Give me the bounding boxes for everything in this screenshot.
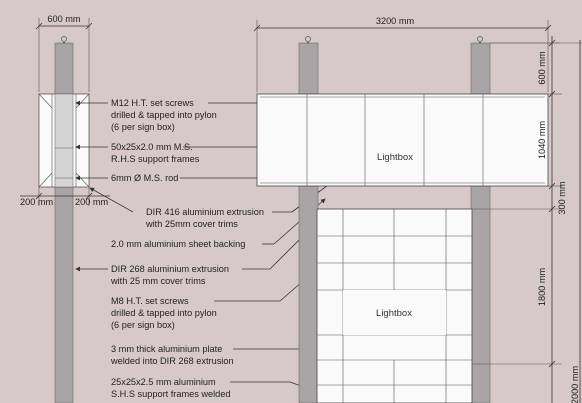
dim-left-offsets: 200 mm 200 mm <box>20 187 110 207</box>
svg-text:50x25x2.0 mm M.S.: 50x25x2.0 mm M.S. <box>111 142 193 152</box>
svg-text:3200 mm: 3200 mm <box>376 16 415 26</box>
svg-text:1800 mm: 1800 mm <box>537 268 547 307</box>
lightbox-upper: Lightbox <box>256 93 549 187</box>
svg-text:300 mm: 300 mm <box>557 181 567 215</box>
svg-text:M12 H.T. set screws: M12 H.T. set screws <box>111 98 194 108</box>
svg-text:3 mm thick aluminium plate: 3 mm thick aluminium plate <box>111 344 222 354</box>
svg-text:R.H.S support frames: R.H.S support frames <box>111 154 200 164</box>
svg-text:25x25x2.5 mm aluminium: 25x25x2.5 mm aluminium <box>111 377 216 387</box>
svg-text:DIR 268 aluminium extrusion: DIR 268 aluminium extrusion <box>111 264 229 274</box>
svg-text:DIR 416 aluminium extrusion: DIR 416 aluminium extrusion <box>146 207 264 217</box>
svg-text:1040 mm: 1040 mm <box>537 121 547 160</box>
svg-text:S.H.S support frames welded: S.H.S support frames welded <box>111 389 231 399</box>
svg-text:(6 per sign box): (6 per sign box) <box>111 122 175 132</box>
svg-text:2000 mm: 2000 mm <box>570 366 580 403</box>
dim-label: 600 mm <box>47 14 81 24</box>
svg-text:6mm Ø M.S. rod: 6mm Ø M.S. rod <box>111 173 178 183</box>
lifting-eye <box>61 36 67 42</box>
dim-label: 200 mm <box>20 197 54 207</box>
dim-label: 200 mm <box>75 197 109 207</box>
svg-text:with 25mm cover trims: with 25mm cover trims <box>145 219 238 229</box>
svg-text:welded into DIR 268 extrusion: welded into DIR 268 extrusion <box>110 356 234 366</box>
svg-text:(6 per sign box): (6 per sign box) <box>111 320 175 330</box>
svg-text:M8 H.T. set screws: M8 H.T. set screws <box>111 296 189 306</box>
svg-text:drilled & tapped into pylon: drilled & tapped into pylon <box>111 308 217 318</box>
lightbox-label: Lightbox <box>376 308 412 319</box>
svg-text:with 25 mm cover trims: with 25 mm cover trims <box>110 276 206 286</box>
sign-box-section <box>38 93 90 188</box>
dim-right-width: 3200 mm <box>253 16 552 92</box>
lightbox-lower: Lightbox <box>316 208 473 403</box>
dim-right-heights: 600 mm 1040 mm 300 mm 1800 mm 2000 mm <box>472 36 582 403</box>
svg-text:2.0 mm aluminium sheet backing: 2.0 mm aluminium sheet backing <box>111 239 245 249</box>
lightbox-label: Lightbox <box>377 152 413 163</box>
svg-text:600 mm: 600 mm <box>537 51 547 85</box>
svg-text:drilled & tapped into pylon: drilled & tapped into pylon <box>111 110 217 120</box>
annotation-plate: 3 mm thick aluminium plate welded into D… <box>110 344 323 366</box>
dim-left-width: 600 mm <box>35 14 93 92</box>
